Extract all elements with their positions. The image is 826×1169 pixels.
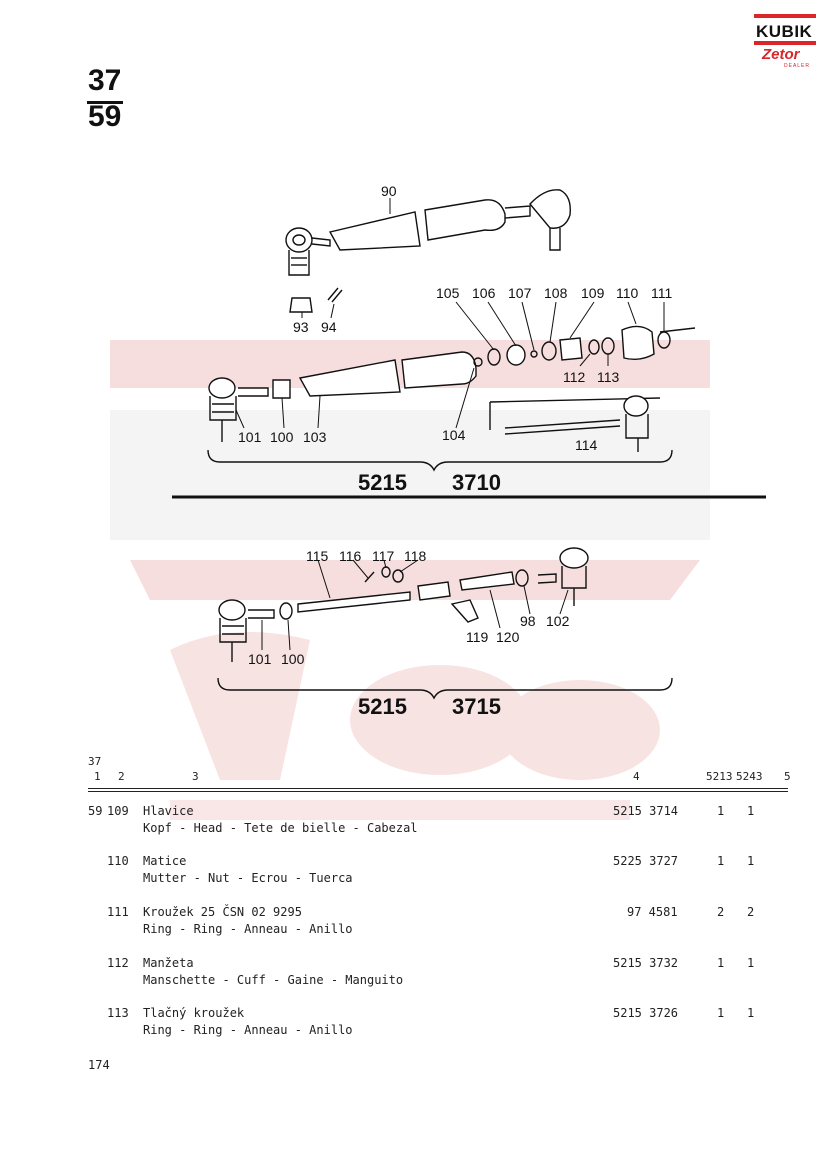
- exploded-diagram: 90 93 94 105 106 107 108 109 110 111 112…: [172, 183, 766, 719]
- row-item: 112: [107, 956, 129, 970]
- logo-tag: DEALER: [784, 63, 811, 69]
- col-header-6: 5243: [736, 770, 763, 783]
- row-part-number: 97 4581: [627, 905, 678, 919]
- row-qty-5213: 1: [717, 804, 725, 818]
- row-qty-5213: 2: [717, 905, 725, 919]
- callout-106: 106: [472, 285, 496, 301]
- callout-120: 120: [496, 629, 520, 645]
- callout-108: 108: [544, 285, 568, 301]
- row-translation: Kopf - Head - Tete de bielle - Cabezal: [143, 821, 418, 835]
- callout-90: 90: [381, 183, 397, 199]
- row-translation: Manschette - Cuff - Gaine - Manguito: [143, 973, 404, 987]
- callout-100b: 100: [281, 651, 305, 667]
- row-qty-5213: 1: [717, 1006, 725, 1020]
- kubik-zetor-logo: KUBIK Zetor DEALER: [754, 14, 816, 72]
- callout-98: 98: [520, 613, 536, 629]
- row-translation: Mutter - Nut - Ecrou - Tuerca: [143, 871, 353, 885]
- callout-107: 107: [508, 285, 532, 301]
- callout-103: 103: [303, 429, 327, 445]
- row-qty-5213: 1: [717, 854, 725, 868]
- row-item: 111: [107, 905, 129, 919]
- col-header-3: 3: [192, 770, 199, 783]
- row-part-number: 5215 3732: [613, 956, 679, 970]
- header-rule-2: [88, 791, 788, 792]
- col-header-5: 5213: [706, 770, 733, 783]
- col-header-2: 2: [118, 770, 125, 783]
- col-header-7: 5: [784, 770, 791, 783]
- callout-116: 116: [339, 548, 362, 564]
- row-name: Tlačný kroužek: [143, 1006, 245, 1020]
- callout-110: 110: [616, 285, 639, 301]
- callout-113: 113: [597, 369, 620, 385]
- row-part-number: 5215 3714: [613, 804, 679, 818]
- row-item: 113: [107, 1006, 129, 1020]
- page-number: 174: [88, 1058, 110, 1072]
- logo-sub: Zetor: [762, 46, 800, 63]
- callout-118: 118: [404, 548, 427, 564]
- assembly1-part-b: 3710: [452, 470, 501, 495]
- group-number-top: 37: [88, 64, 122, 97]
- assembly2-part-b: 3715: [452, 694, 501, 719]
- header-rule-1: [88, 788, 788, 789]
- row-translation: Ring - Ring - Anneau - Anillo: [143, 922, 353, 936]
- callout-100a: 100: [270, 429, 294, 445]
- logo-brand: KUBIK: [756, 22, 813, 41]
- row-qty-5243: 2: [747, 905, 755, 919]
- col-header-1: 1: [94, 770, 101, 783]
- row-name: Matice: [143, 854, 187, 868]
- group-number-bottom: 59: [88, 100, 122, 133]
- row-item: 109: [107, 804, 129, 818]
- row-qty-5213: 1: [717, 956, 725, 970]
- pin-94: [327, 287, 343, 303]
- row-item: 110: [107, 854, 129, 868]
- callout-109: 109: [581, 285, 605, 301]
- row-qty-5243: 1: [747, 804, 755, 818]
- callout-114: 114: [575, 437, 598, 453]
- callout-101a: 101: [238, 429, 262, 445]
- callout-102: 102: [546, 613, 570, 629]
- assembly-brace-1: [207, 449, 673, 472]
- row-qty-5243: 1: [747, 956, 755, 970]
- callout-117: 117: [372, 548, 395, 564]
- row-pos: 59: [88, 804, 103, 818]
- callout-112: 112: [563, 369, 586, 385]
- row-part-number: 5225 3727: [613, 854, 679, 868]
- tie-rod-assembly-90: [285, 189, 571, 276]
- assembly2-part-a: 5215: [358, 694, 407, 719]
- callout-101b: 101: [248, 651, 272, 667]
- row-qty-5243: 1: [747, 1006, 755, 1020]
- callout-115: 115: [306, 548, 329, 564]
- row-name: Manžeta: [143, 956, 194, 970]
- callout-111: 111: [651, 285, 672, 301]
- tie-rod-assembly-3715: [218, 547, 589, 662]
- nut-93: [289, 297, 313, 313]
- row-name: Hlavice: [143, 804, 194, 818]
- row-qty-5243: 1: [747, 854, 755, 868]
- group-divider: [87, 101, 123, 104]
- assembly-brace-2: [217, 677, 673, 700]
- table-group-code: 37: [88, 755, 102, 768]
- assembly1-part-a: 5215: [358, 470, 407, 495]
- col-header-4: 4: [633, 770, 640, 783]
- callout-93: 93: [293, 319, 309, 335]
- row-name: Kroužek 25 ČSN 02 9295: [143, 905, 302, 919]
- row-translation: Ring - Ring - Anneau - Anillo: [143, 1023, 353, 1037]
- row-part-number: 5215 3726: [613, 1006, 679, 1020]
- callout-105: 105: [436, 285, 460, 301]
- callout-119: 119: [466, 629, 489, 645]
- callout-104: 104: [442, 427, 466, 443]
- tie-rod-assembly-3710: [208, 325, 696, 452]
- callout-94: 94: [321, 319, 337, 335]
